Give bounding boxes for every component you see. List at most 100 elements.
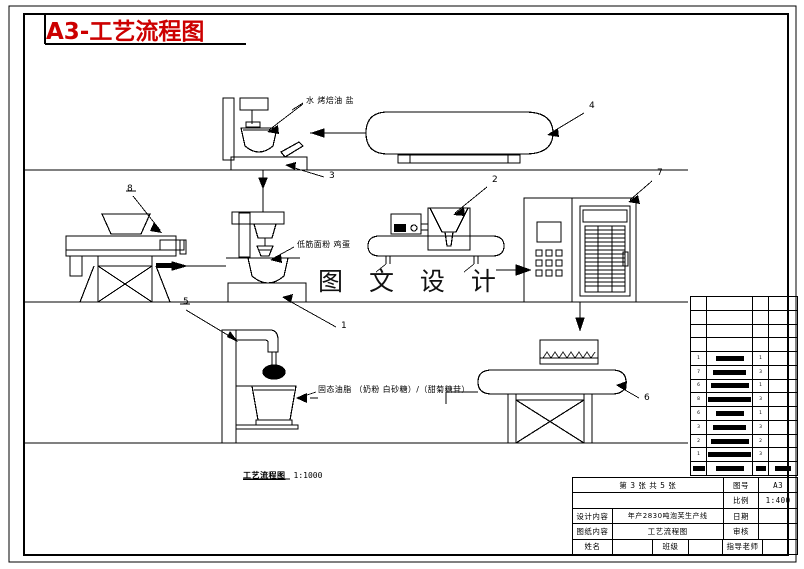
parts-list-cell bbox=[707, 297, 753, 310]
parts-list-cell bbox=[753, 338, 769, 352]
parts-list-cell: 1 bbox=[691, 448, 707, 462]
sheet-content-value: 工艺流程图 bbox=[613, 524, 724, 539]
review-label: 审核 bbox=[724, 524, 760, 539]
parts-list-cell: 8 bbox=[691, 393, 707, 407]
parts-list-cell: 2 bbox=[691, 434, 707, 448]
title-block-row-design: 设计内容 年产2830吨泡芙生产线 日期 bbox=[573, 508, 797, 525]
sheet-count-spacer bbox=[573, 493, 724, 508]
parts-list-cell: 3 bbox=[691, 420, 707, 434]
parts-list-cell: 6 bbox=[691, 407, 707, 420]
parts-list-cell bbox=[769, 366, 797, 379]
callout-3: 3 bbox=[329, 171, 335, 181]
parts-list-cell bbox=[707, 352, 753, 365]
parts-list-cell bbox=[769, 448, 797, 461]
scale-note: 工艺流程图 1:1000 bbox=[243, 470, 322, 481]
redacted-text bbox=[692, 466, 705, 472]
title-block-row-sheet: 第 3 张 共 5 张 图号 A3 bbox=[573, 478, 797, 494]
title-block-row-content: 图纸内容 工艺流程图 审核 bbox=[573, 524, 797, 540]
parts-list-cell bbox=[691, 310, 707, 324]
parts-list-cell bbox=[753, 462, 769, 475]
parts-list-cell: 3 bbox=[753, 420, 769, 434]
parts-list-cell: 6 bbox=[691, 379, 707, 393]
parts-list-cell bbox=[707, 448, 753, 462]
watermark-text: 图 文 设 计 bbox=[318, 267, 505, 296]
parts-list-cell bbox=[707, 434, 753, 448]
parts-list-cell bbox=[769, 380, 797, 393]
parts-list-row bbox=[691, 324, 797, 339]
callout-7: 7 bbox=[657, 168, 663, 178]
review-value bbox=[759, 524, 797, 538]
parts-list-cell bbox=[707, 310, 753, 324]
parts-list-cell bbox=[769, 462, 797, 475]
redacted-text bbox=[715, 411, 744, 416]
design-content-value: 年产2830吨泡芙生产线 bbox=[613, 508, 724, 524]
title-block-row-scale: 比例 1:400 bbox=[573, 493, 797, 509]
callout-2: 2 bbox=[492, 175, 498, 185]
parts-list-cell bbox=[769, 352, 797, 365]
parts-list-cell bbox=[707, 365, 753, 379]
parts-list-cell: 2 bbox=[753, 434, 769, 448]
class-label: 班级 bbox=[653, 539, 689, 555]
parts-list-cell: 1 bbox=[753, 407, 769, 420]
parts-list-cell: 7 bbox=[691, 365, 707, 379]
parts-list-cell bbox=[769, 311, 797, 324]
parts-list-row bbox=[691, 297, 797, 311]
parts-list-cell bbox=[691, 338, 707, 352]
parts-list-cell bbox=[707, 462, 753, 475]
parts-list-cell bbox=[707, 324, 753, 338]
page-title: A3-工艺流程图 bbox=[46, 19, 205, 45]
parts-list-cell: 3 bbox=[753, 393, 769, 407]
drawing-no-label: 图号 bbox=[724, 478, 760, 493]
parts-list-cell: 1 bbox=[753, 379, 769, 393]
name-label: 姓名 bbox=[573, 539, 613, 555]
redacted-text bbox=[713, 424, 746, 430]
parts-list-cell bbox=[707, 379, 753, 393]
parts-list-row bbox=[691, 338, 797, 353]
class-value bbox=[689, 539, 723, 555]
redacted-text bbox=[710, 438, 749, 444]
parts-list-cell: 1 bbox=[691, 352, 707, 365]
scale-label: 比例 bbox=[724, 493, 760, 508]
callout-4: 4 bbox=[589, 101, 595, 111]
parts-list-cell: 1 bbox=[753, 352, 769, 365]
annotation-ingredients-top: 水 烤焙油 盐 bbox=[306, 96, 354, 105]
redacted-text bbox=[708, 452, 751, 458]
scale-note-name: 工艺流程图 bbox=[243, 471, 286, 480]
parts-list-cell: 3 bbox=[753, 365, 769, 379]
parts-list-cell bbox=[753, 310, 769, 324]
parts-list-cell bbox=[691, 324, 707, 338]
parts-list-cell bbox=[769, 325, 797, 338]
scale-note-value: 1:1000 bbox=[293, 471, 323, 480]
parts-list-cell bbox=[691, 297, 707, 310]
sheet-count-cell: 第 3 张 共 5 张 bbox=[573, 478, 724, 493]
parts-list-cell bbox=[769, 421, 797, 434]
annotation-ingredients-middle: 低筋面粉 鸡蛋 bbox=[297, 240, 351, 249]
parts-list-row bbox=[691, 310, 797, 325]
callout-8: 8 bbox=[127, 184, 133, 194]
parts-list-cell bbox=[769, 435, 797, 448]
callout-6: 6 bbox=[644, 393, 650, 403]
teacher-value bbox=[763, 540, 797, 554]
parts-list-cell bbox=[769, 407, 797, 420]
redacted-text bbox=[715, 466, 744, 472]
drawing-no-value: A3 bbox=[773, 480, 784, 490]
parts-list-cell bbox=[707, 420, 753, 434]
parts-list-cell bbox=[691, 462, 707, 475]
parts-list-cell bbox=[707, 407, 753, 420]
title-block-row-people: 姓名 班级 指导老师 bbox=[573, 539, 797, 555]
callout-1: 1 bbox=[341, 321, 347, 331]
date-value bbox=[759, 509, 797, 523]
parts-list-cell bbox=[753, 324, 769, 338]
date-label: 日期 bbox=[724, 508, 760, 524]
redacted-text bbox=[755, 466, 766, 472]
parts-list-cell bbox=[707, 338, 753, 352]
